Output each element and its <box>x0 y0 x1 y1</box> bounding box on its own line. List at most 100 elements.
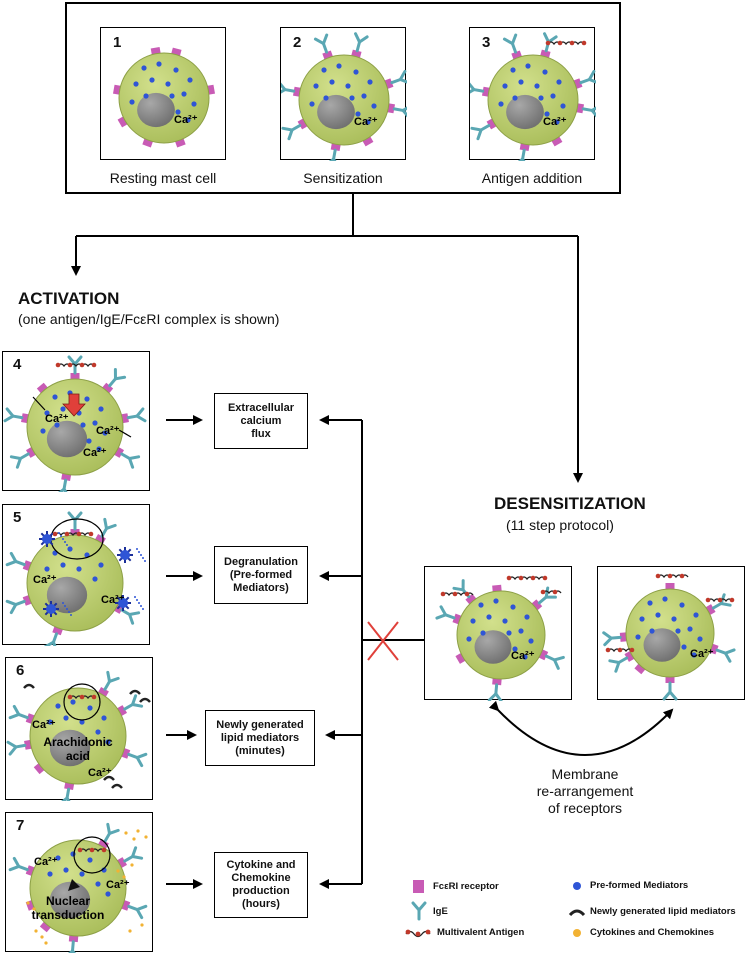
panel-4-number: 4 <box>13 356 22 373</box>
granule <box>361 93 367 99</box>
cytokine-dot <box>124 831 128 835</box>
cytokine-dot <box>144 835 148 839</box>
granule <box>365 119 371 125</box>
antigen-icon <box>506 575 548 581</box>
granule <box>524 614 530 620</box>
granule <box>95 881 101 887</box>
granule <box>84 552 90 558</box>
calcium-label: Ca²⁺ <box>33 574 57 586</box>
calcium-label: Ca²⁺ <box>45 413 69 425</box>
ige-icon <box>392 104 407 120</box>
granule <box>133 81 139 87</box>
nucleus <box>46 420 88 458</box>
ige-icon <box>8 704 29 720</box>
ige-icon <box>5 551 26 567</box>
nucleus <box>317 94 355 130</box>
granule <box>502 83 508 89</box>
ige-icon <box>43 632 59 646</box>
ige-icon <box>123 846 144 863</box>
granule <box>329 79 335 85</box>
granule <box>498 101 504 107</box>
granule <box>87 705 93 711</box>
ige-icon <box>390 69 407 85</box>
granule <box>63 715 69 721</box>
antigen-icon <box>67 694 97 700</box>
calcium-label: Ca²⁺ <box>543 116 567 128</box>
calcium-label: Ca²⁺ <box>511 650 535 662</box>
ige-icon <box>544 654 565 670</box>
ige-icon <box>513 148 529 161</box>
granule <box>478 602 484 608</box>
ige-icon <box>6 740 27 756</box>
nucleus <box>137 92 175 128</box>
calcium-label: Ca²⁺ <box>32 719 56 731</box>
granule <box>466 636 472 642</box>
granule <box>129 99 135 105</box>
cytokine-box: Cytokine and Chemokine production (hours… <box>214 852 308 918</box>
cytokine-dot <box>32 907 36 911</box>
calcium-flux-cell-icon: Ca²⁺Ca²⁺Ca²⁺ <box>3 355 147 492</box>
granule <box>518 628 524 634</box>
degranulation-burst-icon <box>39 531 68 547</box>
panel-2-caption: Sensitization <box>303 170 383 186</box>
resting-cell-icon: Ca²⁺ <box>112 46 216 148</box>
ige-icon <box>103 670 120 691</box>
cytokine-dot <box>26 901 30 905</box>
antigen-icon <box>55 362 97 368</box>
panel-2: 2 Ca²⁺ <box>280 27 407 161</box>
cytokine-dot <box>136 829 140 833</box>
granule <box>544 111 550 117</box>
nucleus <box>49 881 91 919</box>
granule <box>556 79 562 85</box>
granule <box>480 630 486 636</box>
ige-icon <box>5 599 26 615</box>
ige-icon <box>602 631 622 647</box>
granule <box>635 634 641 640</box>
lipid-mediator-icon <box>23 683 35 689</box>
granule <box>79 871 85 877</box>
calcium-influx-arrow-icon <box>62 393 86 417</box>
granule <box>367 79 373 85</box>
nucleus <box>643 628 681 662</box>
antigen-icon <box>655 573 689 579</box>
ige-icon <box>435 605 456 620</box>
granule <box>96 446 102 452</box>
granule <box>76 566 82 572</box>
granule <box>649 628 655 634</box>
ige-icon <box>103 822 120 843</box>
panel-1-number: 1 <box>113 34 122 51</box>
granule <box>691 652 697 658</box>
granule <box>309 101 315 107</box>
lipid-mediator-icon <box>139 697 151 703</box>
legend-cytokine-label: Cytokines and Chemokines <box>590 927 715 938</box>
granule <box>44 566 50 572</box>
granule <box>687 626 693 632</box>
granule <box>67 546 73 552</box>
granule <box>54 422 60 428</box>
legend-cytokine-icon <box>573 929 581 937</box>
granule <box>44 410 50 416</box>
granule <box>671 616 677 622</box>
desensitization-subtitle: (11 step protocol) <box>506 517 614 533</box>
ige-icon <box>715 648 736 663</box>
sensitized-cell-icon: Ca²⁺ <box>281 32 407 161</box>
activation-subtitle: (one antigen/IgE/FcεRI complex is shown) <box>18 311 280 327</box>
calcium-label: Ca²⁺ <box>34 856 58 868</box>
nucleus <box>506 94 544 130</box>
granule <box>345 83 351 89</box>
calcium-label: Ca²⁺ <box>354 116 378 128</box>
granule <box>165 81 171 87</box>
granule <box>79 719 85 725</box>
ige-icon <box>58 787 74 801</box>
granule <box>169 93 175 99</box>
ige-icon <box>470 80 485 96</box>
ige-icon <box>123 694 144 711</box>
desensitization-title: DESENSITIZATION <box>494 494 646 513</box>
legend-lipid-label: Newly generated lipid mediators <box>590 906 736 917</box>
granule <box>313 83 319 89</box>
granule <box>522 654 528 660</box>
granule <box>101 715 107 721</box>
granule <box>55 855 61 861</box>
